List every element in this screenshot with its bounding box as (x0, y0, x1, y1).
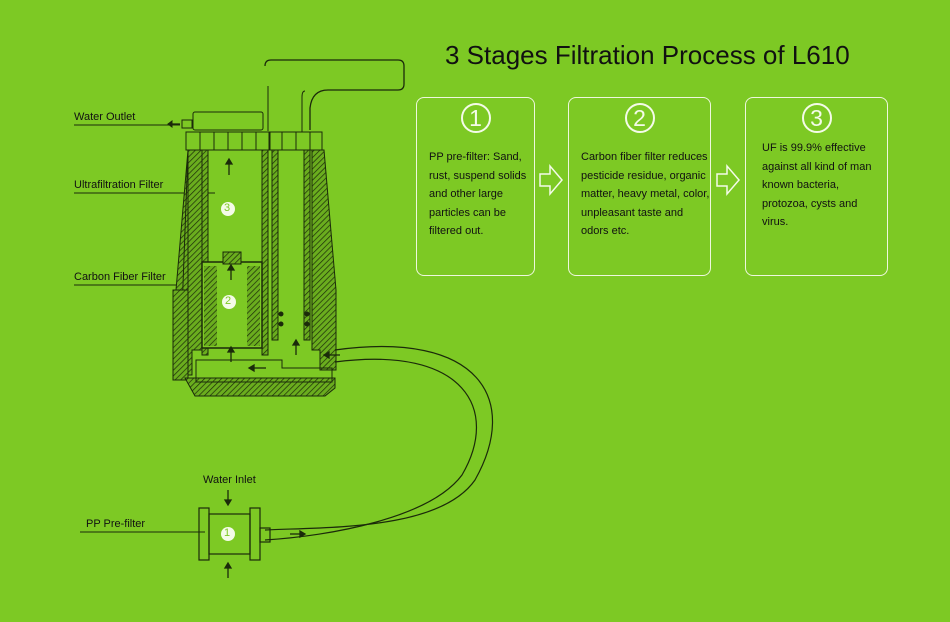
marker-1: 1 (224, 527, 231, 539)
page-title: 3 Stages Filtration Process of L610 (445, 40, 850, 70)
label-water-outlet: Water Outlet (74, 111, 136, 123)
stage-number: 2 (624, 103, 655, 133)
stage-description: PP pre-filter: Sand,rust, suspend solids… (429, 151, 527, 238)
label-pp-pre-filter: PP Pre-filter (86, 518, 146, 530)
label-ultrafiltration-filter: Ultrafiltration Filter (74, 179, 164, 191)
stage-number: 1 (460, 103, 491, 133)
stage-number: 3 (801, 103, 832, 133)
label-carbon-fiber-filter: Carbon Fiber Filter (74, 271, 166, 283)
arrow-right-icon (539, 163, 563, 197)
marker-2: 2 (225, 295, 232, 307)
stage-1-box: 1 PP pre-filter: Sand,rust, suspend soli… (416, 97, 535, 276)
label-water-inlet: Water Inlet (203, 474, 256, 486)
marker-3: 3 (224, 202, 231, 214)
arrow-right-icon (716, 163, 740, 197)
